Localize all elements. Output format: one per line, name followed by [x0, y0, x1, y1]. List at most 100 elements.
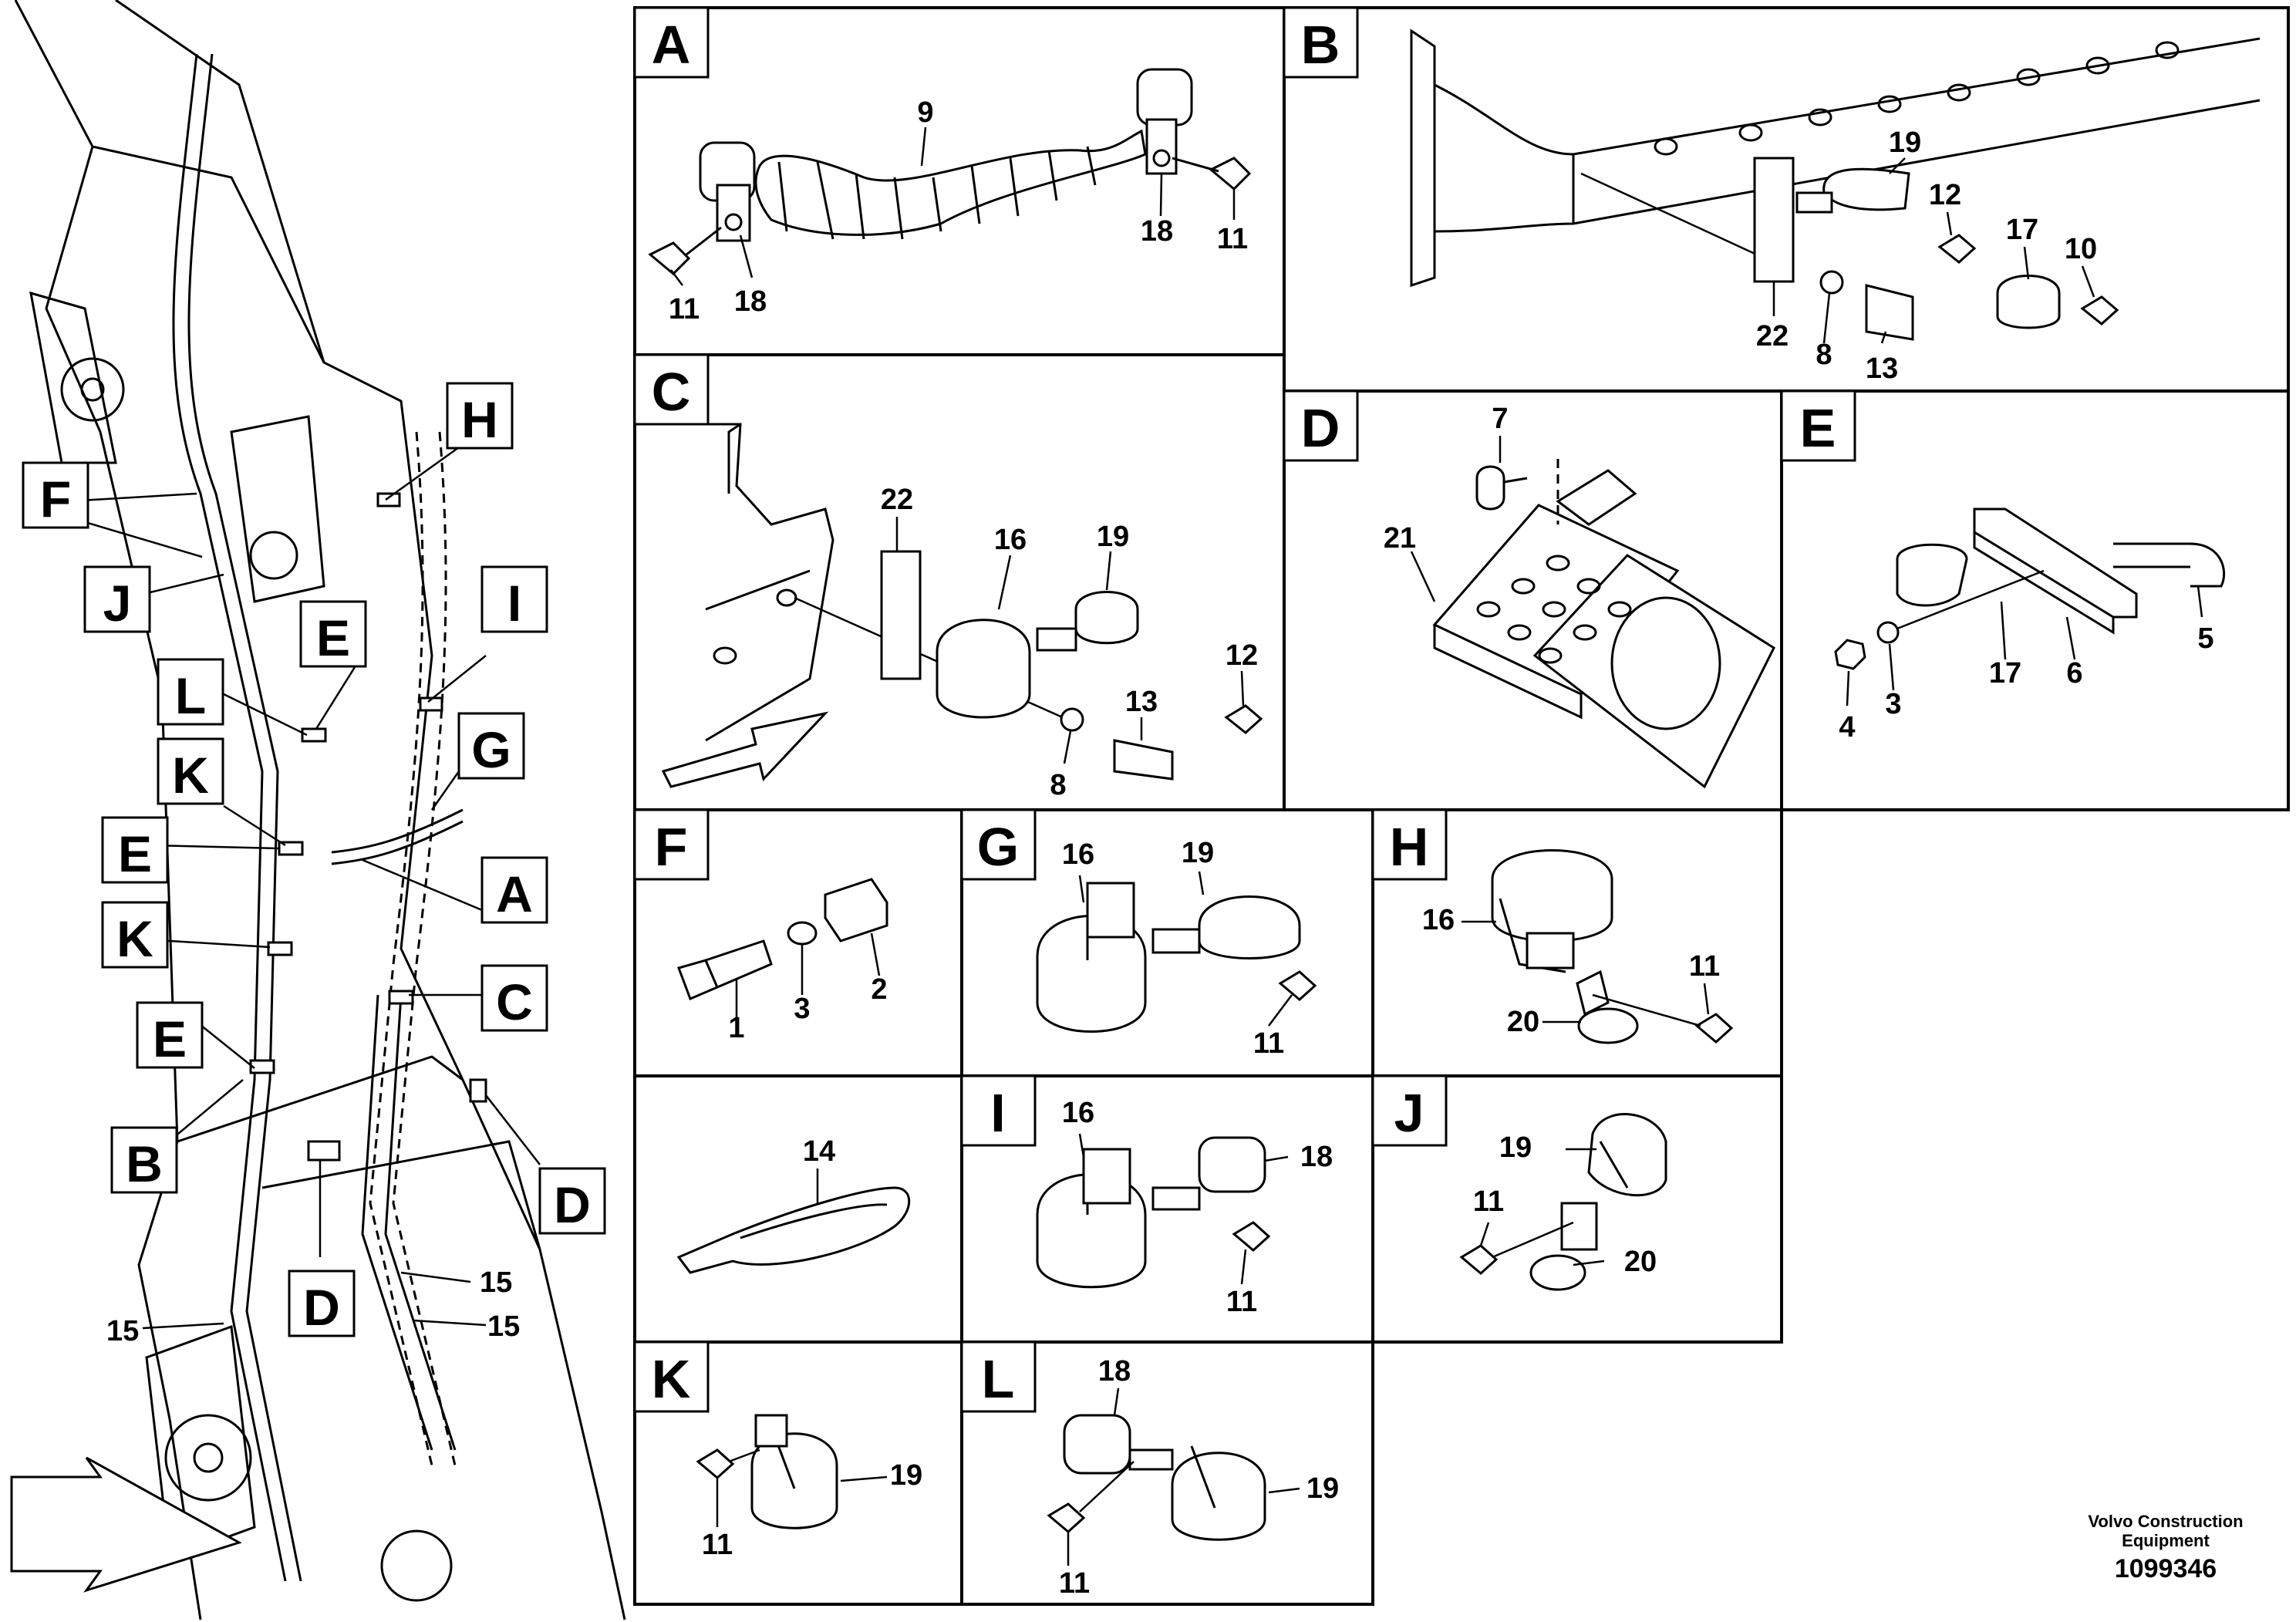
company-name: Volvo Construction — [2088, 1512, 2243, 1531]
part-13: 13 — [1125, 686, 1158, 718]
part-15-label: 15 — [487, 1310, 520, 1343]
svg-text:L: L — [982, 1349, 1015, 1409]
callout-A[interactable]: A — [480, 856, 548, 924]
panel-G: 16 19 11 — [1036, 837, 1317, 1060]
panel-F: 1 3 2 — [677, 878, 888, 1044]
part-11: 11 — [1217, 223, 1248, 255]
svg-text:E: E — [118, 825, 152, 882]
part-10: 10 — [2065, 233, 2097, 265]
part-19: 19 — [1097, 521, 1129, 553]
footer: Volvo Construction Equipment 1099346 — [2088, 1512, 2243, 1583]
callout-K[interactable]: K — [101, 901, 169, 969]
panel-letter-H: H — [1371, 808, 1448, 881]
callout-D[interactable]: D — [538, 1167, 606, 1235]
svg-text:D: D — [303, 1279, 340, 1336]
panel-letter-B: B — [1283, 6, 1359, 79]
svg-text:E: E — [153, 1010, 187, 1067]
part-12: 12 — [1929, 179, 1961, 211]
part-18: 18 — [1300, 1141, 1333, 1173]
part-22: 22 — [1756, 320, 1789, 352]
panel-letters: A B C D E F G H I J K L — [633, 6, 1856, 1413]
panel-L: 18 19 11 — [1047, 1355, 1339, 1600]
panel-letter-I: I — [960, 1074, 1037, 1147]
svg-text:F: F — [655, 817, 688, 877]
panel-letter-F: F — [633, 808, 710, 881]
svg-text:E: E — [1800, 398, 1836, 458]
part-20: 20 — [1624, 1246, 1657, 1278]
callout-H[interactable]: H — [446, 382, 514, 450]
cable-tie — [676, 1186, 911, 1274]
panel-letter-A: A — [633, 6, 710, 79]
panel-C: 22 16 19 12 13 8 — [661, 423, 1263, 801]
callout-I[interactable]: I — [480, 565, 548, 633]
part-1: 1 — [728, 1012, 744, 1044]
callout-G[interactable]: G — [457, 712, 525, 780]
spiral-guard — [754, 129, 1147, 236]
callout-L[interactable]: L — [157, 658, 224, 726]
panel-letter-L: L — [960, 1340, 1037, 1413]
panel-letter-J: J — [1371, 1074, 1448, 1147]
callout-K[interactable]: K — [157, 737, 224, 805]
callout-C[interactable]: C — [480, 964, 548, 1032]
panel-D: 7 21 — [1384, 403, 1775, 789]
part-15-label: 15 — [480, 1266, 512, 1299]
callout-D[interactable]: D — [288, 1270, 356, 1337]
part-20: 20 — [1507, 1006, 1539, 1038]
panel-letter-C: C — [633, 353, 710, 426]
panel-letter-K: K — [633, 1340, 710, 1413]
panel-cable-tie: 14 — [676, 1135, 911, 1274]
part-6: 6 — [2066, 657, 2082, 690]
svg-text:H: H — [1390, 817, 1429, 877]
part-17: 17 — [2006, 214, 2038, 246]
svg-text:C: C — [652, 362, 691, 422]
svg-text:K: K — [116, 910, 153, 967]
svg-text:F: F — [40, 470, 71, 528]
part-11: 11 — [1473, 1185, 1504, 1218]
callout-E[interactable]: E — [101, 816, 169, 884]
panel-grid — [633, 6, 2290, 1606]
part-11: 11 — [1689, 950, 1720, 983]
svg-text:D: D — [1301, 398, 1340, 458]
callout-E[interactable]: E — [136, 1001, 204, 1069]
callout-E[interactable]: E — [299, 600, 367, 668]
part-9: 9 — [917, 96, 933, 129]
part-7: 7 — [1492, 403, 1508, 435]
panel-K: 19 11 — [696, 1414, 922, 1561]
part-11: 11 — [669, 293, 700, 325]
direction-arrow — [661, 711, 829, 788]
part-18: 18 — [1098, 1355, 1131, 1388]
svg-text:A: A — [496, 865, 533, 922]
part-13: 13 — [1866, 352, 1898, 385]
direction-arrow — [10, 1456, 242, 1593]
company-name-line2: Equipment — [2122, 1531, 2210, 1550]
callout-F[interactable]: F — [22, 461, 89, 529]
panel-A: 9 18 11 11 18 — [648, 68, 1252, 325]
svg-text:J: J — [1394, 1083, 1424, 1143]
svg-text:G: G — [471, 721, 511, 778]
svg-text:J: J — [103, 575, 132, 632]
callout-B[interactable]: B — [110, 1126, 178, 1194]
overview-drawing: F J L E K E K E B H I G A C D D 15 15 15 — [10, 0, 626, 1620]
part-11: 11 — [1059, 1567, 1090, 1600]
svg-text:E: E — [316, 609, 350, 666]
part-18: 18 — [734, 285, 767, 318]
svg-text:D: D — [554, 1176, 591, 1233]
part-12: 12 — [1226, 639, 1258, 672]
part-11: 11 — [702, 1529, 733, 1561]
part-19: 19 — [1889, 126, 1921, 159]
svg-text:B: B — [1301, 15, 1340, 75]
svg-text:K: K — [652, 1349, 691, 1409]
part-3: 3 — [1885, 688, 1901, 720]
part-3: 3 — [794, 993, 810, 1025]
callout-J[interactable]: J — [83, 565, 151, 633]
part-19: 19 — [1182, 837, 1214, 869]
panel-letter-G: G — [960, 808, 1037, 881]
part-8: 8 — [1050, 769, 1066, 801]
panel-letter-E: E — [1780, 389, 1856, 462]
part-2: 2 — [871, 973, 887, 1006]
part-4: 4 — [1839, 711, 1855, 744]
part-14: 14 — [803, 1135, 835, 1168]
part-16: 16 — [1422, 904, 1455, 936]
svg-text:K: K — [172, 747, 209, 804]
part-11: 11 — [1253, 1027, 1284, 1060]
